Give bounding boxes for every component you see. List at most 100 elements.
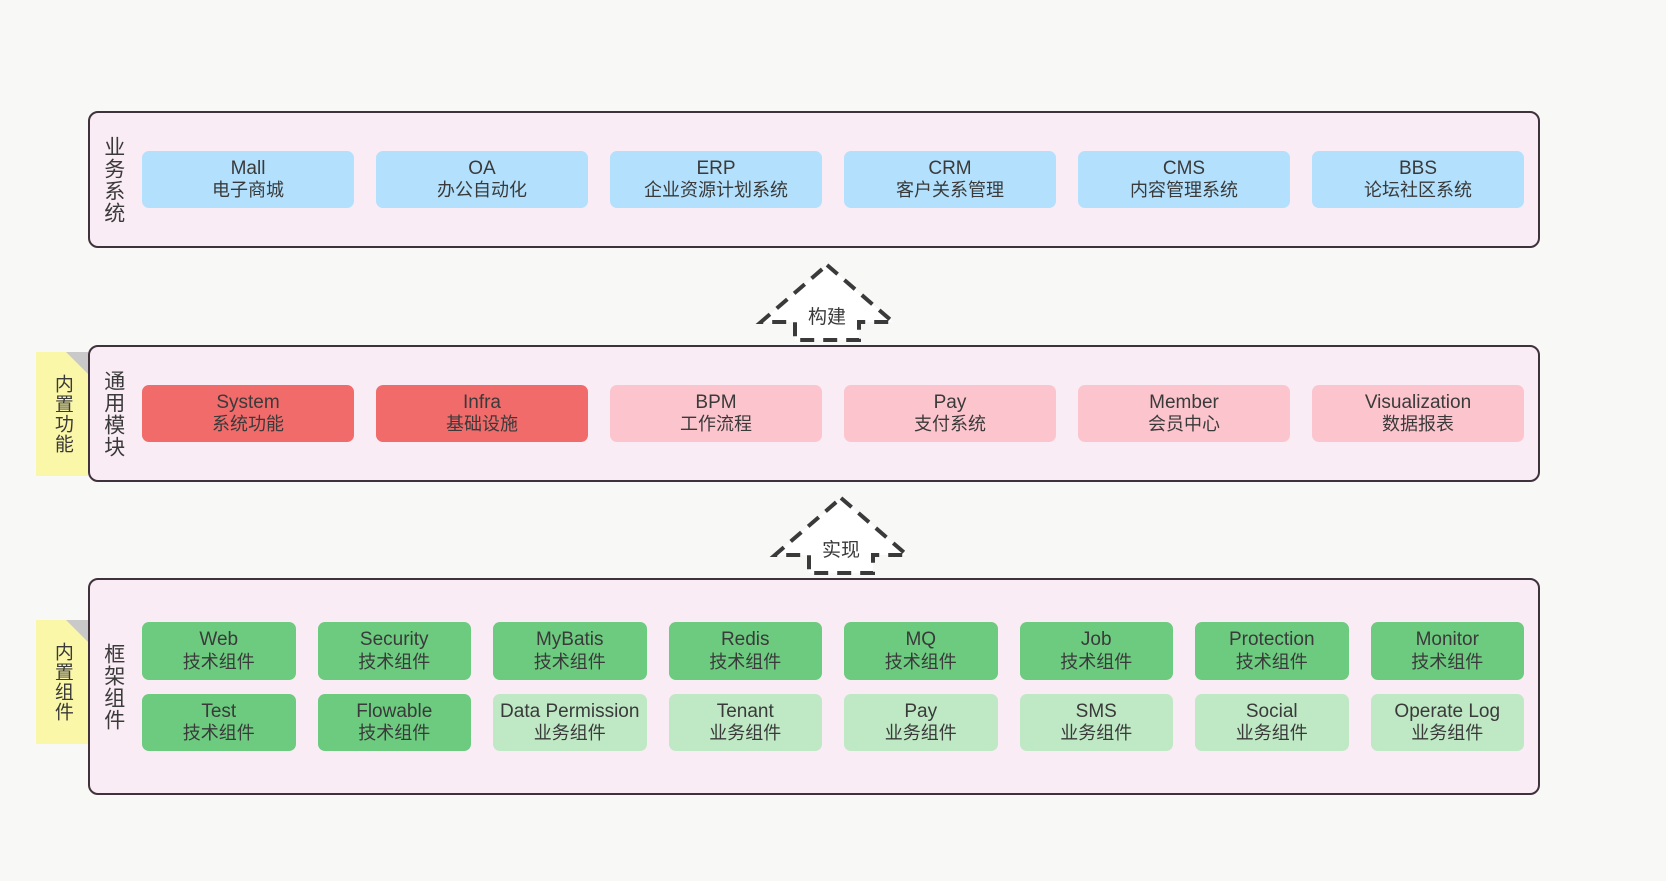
- box-subtitle: 技术组件: [182, 722, 255, 743]
- arrow-build-label: 构建: [807, 307, 847, 328]
- box-subtitle: 系统功能: [212, 414, 284, 435]
- box-subtitle: 客户关系管理: [896, 180, 1004, 201]
- box-name: Pay: [904, 700, 938, 722]
- box-name: Security: [359, 629, 429, 651]
- box-subtitle: 论坛社区系统: [1364, 180, 1472, 201]
- box-name: Tenant: [716, 700, 774, 722]
- box-name: Redis: [720, 629, 770, 651]
- box-subtitle: 会员中心: [1148, 414, 1220, 435]
- layer-framework-components-title: 框架组件: [101, 642, 125, 731]
- note-builtin-features-label: 内置功能: [51, 374, 73, 454]
- box-name: Web: [199, 629, 239, 651]
- box-name: Job: [1080, 629, 1112, 651]
- layer-business-systems-title: 业务系统: [101, 135, 125, 224]
- box-subtitle: 技术组件: [1411, 651, 1484, 672]
- box-name: Flowable: [356, 700, 433, 722]
- box-name: ERP: [696, 157, 736, 179]
- box-name: MQ: [905, 629, 937, 651]
- arrow-build: 构建: [755, 262, 899, 342]
- box-subtitle: 技术组件: [182, 651, 255, 672]
- arrow-implement-label: 实现: [821, 540, 861, 561]
- box-name: Mall: [230, 157, 266, 179]
- box-subtitle: 技术组件: [1235, 651, 1308, 672]
- box-name: Protection: [1228, 629, 1315, 651]
- box-subtitle: 技术组件: [1060, 651, 1133, 672]
- box-name: Infra: [462, 391, 502, 413]
- box-name: System: [216, 391, 280, 413]
- arrow-build-shape: [755, 262, 899, 342]
- box-subtitle: 办公自动化: [437, 180, 527, 201]
- box-name: Pay: [933, 391, 967, 413]
- box-subtitle: 电子商城: [212, 180, 284, 201]
- box-subtitle: 业务组件: [1235, 722, 1308, 743]
- note-builtin-features: 内置功能: [36, 352, 88, 476]
- box-name: Data Permission: [500, 700, 640, 722]
- box-name: OA: [468, 157, 496, 179]
- box-subtitle: 技术组件: [533, 651, 606, 672]
- arrow-implement-shape: [769, 495, 913, 575]
- box-name: Operate Log: [1394, 700, 1501, 722]
- note-fold-corner-icon: [66, 352, 88, 374]
- box-subtitle: 业务组件: [1060, 722, 1133, 743]
- box-name: Social: [1245, 700, 1298, 722]
- box-name: MyBatis: [535, 629, 604, 651]
- box-name: Monitor: [1415, 629, 1479, 651]
- box-subtitle: 业务组件: [1411, 722, 1484, 743]
- note-fold-corner-icon: [66, 620, 88, 642]
- box-subtitle: 技术组件: [358, 651, 431, 672]
- box-name: Member: [1149, 391, 1219, 413]
- box-name: Test: [201, 700, 237, 722]
- box-subtitle: 技术组件: [358, 722, 431, 743]
- box-name: CRM: [928, 157, 972, 179]
- box-subtitle: 内容管理系统: [1130, 180, 1238, 201]
- box-name: CMS: [1162, 157, 1206, 179]
- box-subtitle: 业务组件: [533, 722, 606, 743]
- box-subtitle: 企业资源计划系统: [644, 180, 788, 201]
- box-subtitle: 技术组件: [709, 651, 782, 672]
- box-name: BBS: [1398, 157, 1438, 179]
- box-name: BPM: [695, 391, 737, 413]
- note-builtin-components: 内置组件: [36, 620, 88, 744]
- box-subtitle: 业务组件: [709, 722, 782, 743]
- layer-common-modules-title: 通用模块: [101, 369, 125, 458]
- note-builtin-components-label: 内置组件: [51, 642, 73, 722]
